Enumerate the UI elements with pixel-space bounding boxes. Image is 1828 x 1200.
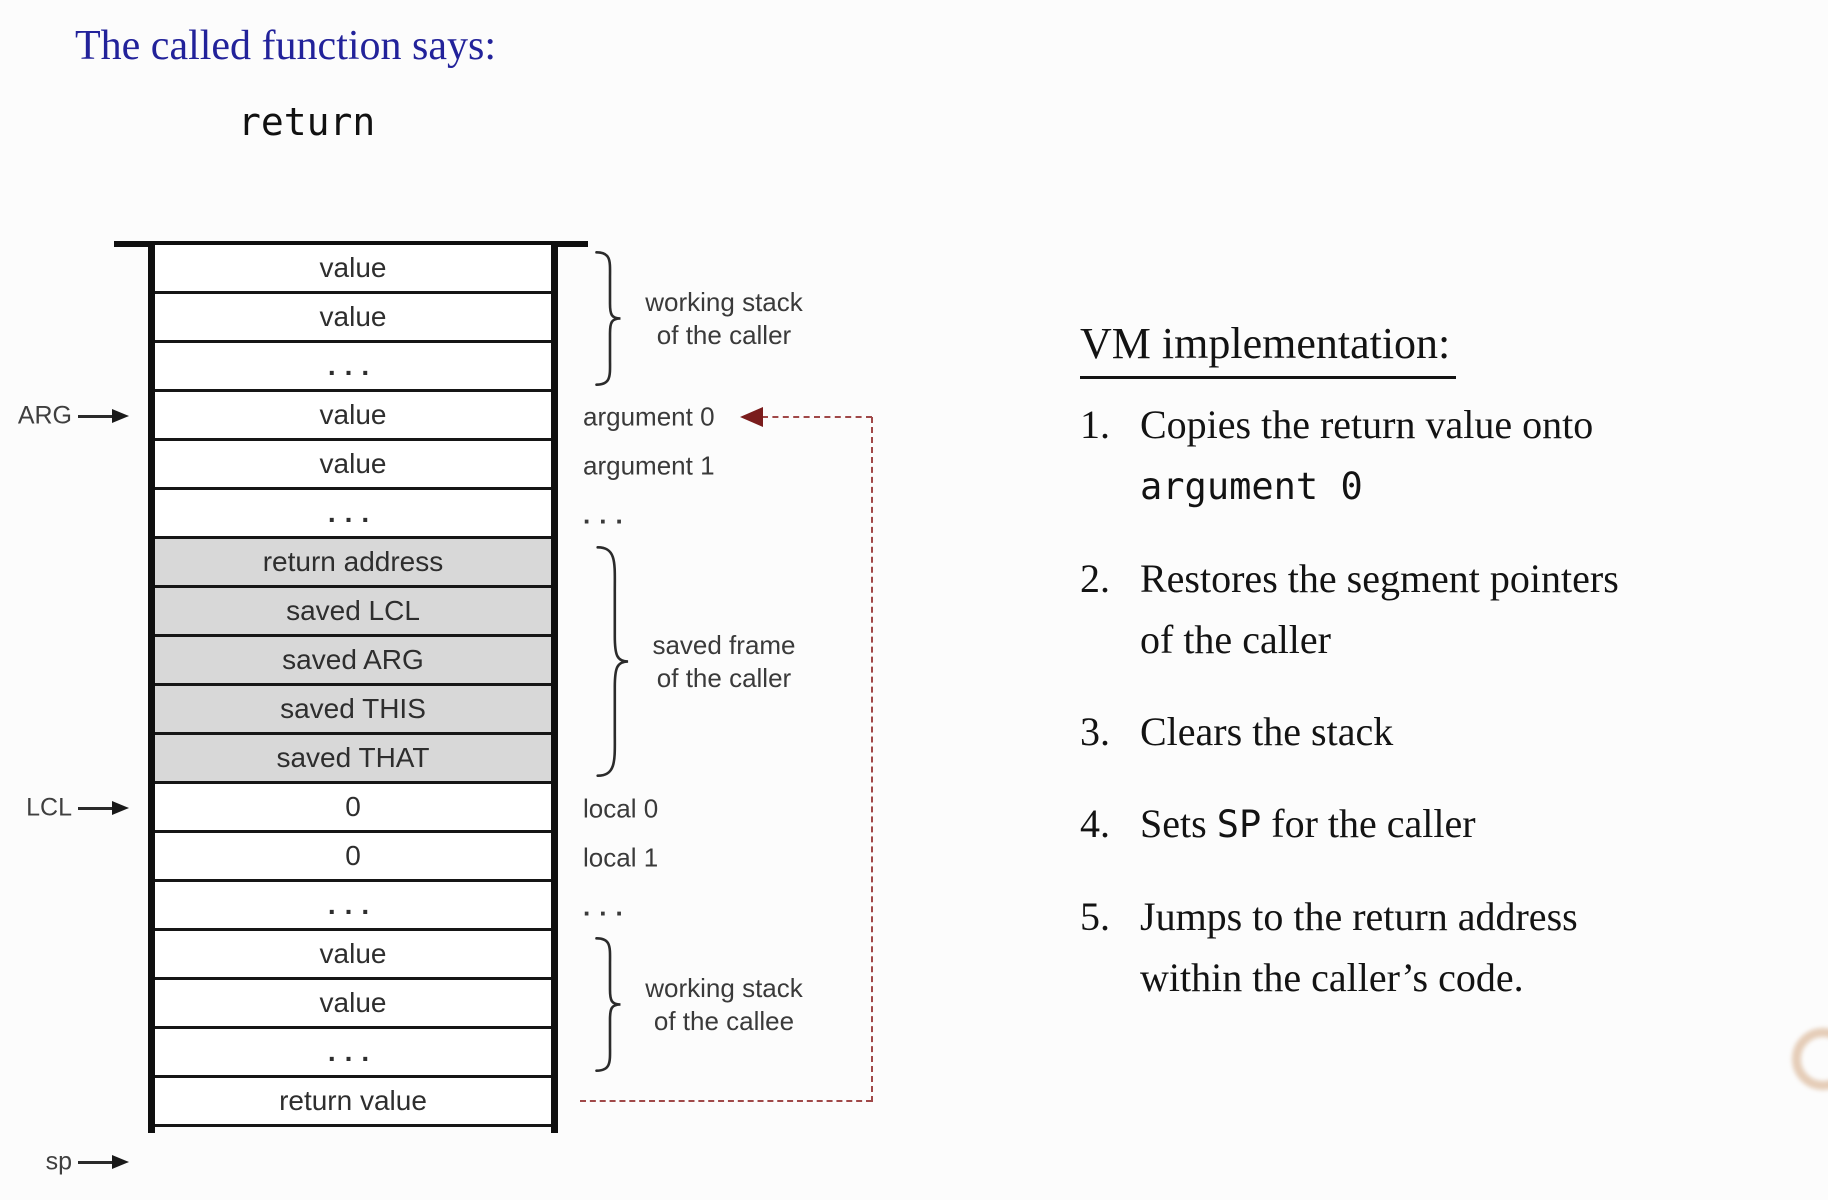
row-label-argument-0: argument 0 [583,401,715,431]
return-arrow-vertical-segment [871,417,873,1102]
return-arrow-head-icon [740,407,763,427]
return-arrow-top-segment [762,416,872,418]
stack-cell-11: 0 [155,784,551,833]
vm-list-item-number: 2. [1080,556,1110,601]
pointer-arrow-line [78,414,112,418]
stack-cell-1: value [155,294,551,343]
vm-list-item-text: Clears the stack [1140,709,1394,754]
stack-cell-0: value [155,245,551,294]
stack-cell-12: 0 [155,833,551,882]
stack-cell-15: value [155,980,551,1029]
pointer-label-arg: ARG [17,400,72,429]
pointer-label-sp: sp [45,1147,72,1176]
vm-list-item-number: 4. [1080,801,1110,846]
brace-0 [592,251,622,386]
pointer-arrow-head-icon [112,1155,129,1169]
pointer-arrow-head-icon [112,800,129,815]
vm-list-item-3: 3. Clears the stack [1080,701,1828,762]
stack-cell-14: value [155,931,551,980]
pointer-arrow-line [78,1161,112,1164]
stack-cell-10: saved THAT [155,735,551,784]
stack-cell-8: saved ARG [155,637,551,686]
stack-cell-16: ... [155,1029,551,1078]
vm-list-item-number: 1. [1080,402,1110,447]
stack-cell-4: value [155,441,551,490]
pointer-arrow-line [78,806,112,810]
row-label--: ... [583,891,632,921]
return-arrow-bottom-segment [580,1100,872,1102]
row-label-local-1: local 1 [583,842,659,872]
vm-list-item-4: 4. Sets SP for the caller [1080,793,1828,855]
brace-1 [592,545,630,778]
row-label--: ... [583,499,632,529]
stack-top-line [114,241,588,247]
vm-list-item-number: 3. [1080,709,1110,754]
brace-2 [592,937,622,1072]
stack-cell-7: saved LCL [155,588,551,637]
pointer-arrow-head-icon [112,408,129,423]
return-command: return [238,100,376,144]
stack-cell-5: ... [155,490,551,539]
vm-list-item-number: 5. [1080,894,1110,939]
slide-title: The called function says: [75,23,497,69]
camera-artifact-circle [1792,1028,1828,1090]
vm-implementation-heading: VM implementation: [1080,318,1457,379]
row-label-argument-1: argument 1 [583,450,715,480]
stack-cell-9: saved THIS [155,686,551,735]
vm-list-item-text: Sets SP for the caller [1140,801,1476,846]
row-label-local-0: local 0 [583,793,659,823]
stack-cell-6: return address [155,539,551,588]
stack-cell-17: return value [155,1078,551,1127]
pointer-label-lcl: LCL [26,792,72,821]
stack-cell-2: ... [155,343,551,392]
stack-cell-3: value [155,392,551,441]
stack-cell-13: ... [155,882,551,931]
